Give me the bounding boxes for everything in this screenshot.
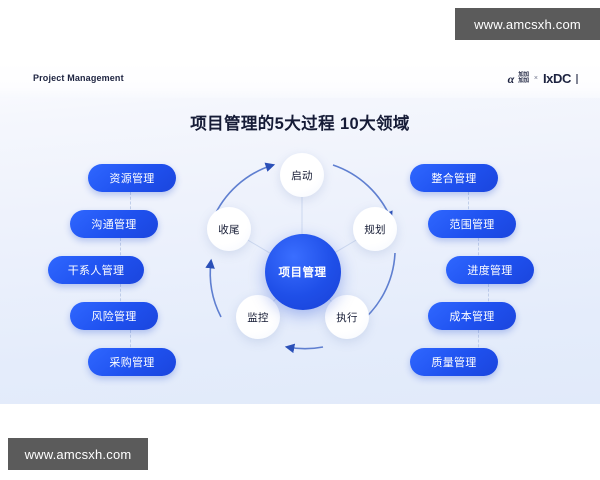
cycle-node-label: 规划 [364,223,386,236]
connector-right-3 [488,284,489,306]
pill-label: 资源管理 [109,173,155,185]
cycle-node-label: 执行 [336,311,358,324]
cycle-node-label: 启动 [291,169,313,182]
cycle-node-planning[interactable]: 规划 [353,207,397,251]
arrow-mon-to-close [205,258,222,318]
cycle-node-executing[interactable]: 执行 [325,295,369,339]
pill-stakeholder-management[interactable]: 干系人管理 [48,256,144,284]
pill-label: 干系人管理 [67,265,125,277]
watermark-bottom: www.amcsxh.com [8,438,148,470]
cycle-node-label: 监控 [247,311,269,324]
cycle-node-closing[interactable]: 收尾 [207,207,251,251]
connector-left-2 [120,238,121,260]
connector-left-4 [130,330,131,352]
pill-integration-management[interactable]: 整合管理 [410,164,498,192]
pill-scope-management[interactable]: 范围管理 [428,210,516,238]
watermark-top: www.amcsxh.com [455,8,600,40]
brand-logo: α 加加 加加 × IxDC [508,71,578,86]
pill-label: 质量管理 [431,357,477,369]
pill-label: 范围管理 [449,219,495,231]
pill-cost-management[interactable]: 成本管理 [428,302,516,330]
brand-separator-icon: × [533,75,538,82]
brand-bar-icon [576,73,578,84]
watermark-bottom-text: www.amcsxh.com [24,446,132,462]
pill-communication-management[interactable]: 沟通管理 [70,210,158,238]
cycle-node-label: 收尾 [218,223,240,236]
alpha-mark-icon: α [507,71,515,86]
connector-left-3 [120,284,121,306]
connector-right-4 [478,330,479,352]
pill-schedule-management[interactable]: 进度管理 [446,256,534,284]
cycle-node-start[interactable]: 启动 [280,153,324,197]
arrow-exec-to-mon [284,343,324,354]
slide-card: Project Management α 加加 加加 × IxDC 项目管理的5… [0,62,600,404]
connector-right-2 [478,238,479,260]
brand-name: IxDC [542,71,571,86]
cycle-center-label: 项目管理 [278,267,327,279]
pill-label: 成本管理 [449,311,495,323]
slide-kicker: Project Management [33,73,124,83]
pill-risk-management[interactable]: 风险管理 [70,302,158,330]
process-cycle-diagram: 项目管理 启动 规划 执行 监控 收尾 [205,153,400,387]
pill-quality-management[interactable]: 质量管理 [410,348,498,376]
slide-header: Project Management α 加加 加加 × IxDC [0,62,600,98]
pill-procurement-management[interactable]: 采购管理 [88,348,176,376]
pill-resource-management[interactable]: 资源管理 [88,164,176,192]
brand-chinese-mark: 加加 加加 [518,71,529,84]
page-title: 项目管理的5大过程 10大领域 [190,115,410,133]
pill-label: 风险管理 [91,311,137,323]
watermark-top-text: www.amcsxh.com [474,16,581,32]
cycle-center-node[interactable]: 项目管理 [264,234,341,310]
pill-label: 整合管理 [431,173,477,185]
pill-label: 采购管理 [109,357,155,369]
pill-label: 沟通管理 [91,219,137,231]
pill-label: 进度管理 [467,265,513,277]
cycle-node-monitoring[interactable]: 监控 [236,295,280,339]
connector-right-1 [468,192,469,214]
connector-left-1 [130,192,131,214]
